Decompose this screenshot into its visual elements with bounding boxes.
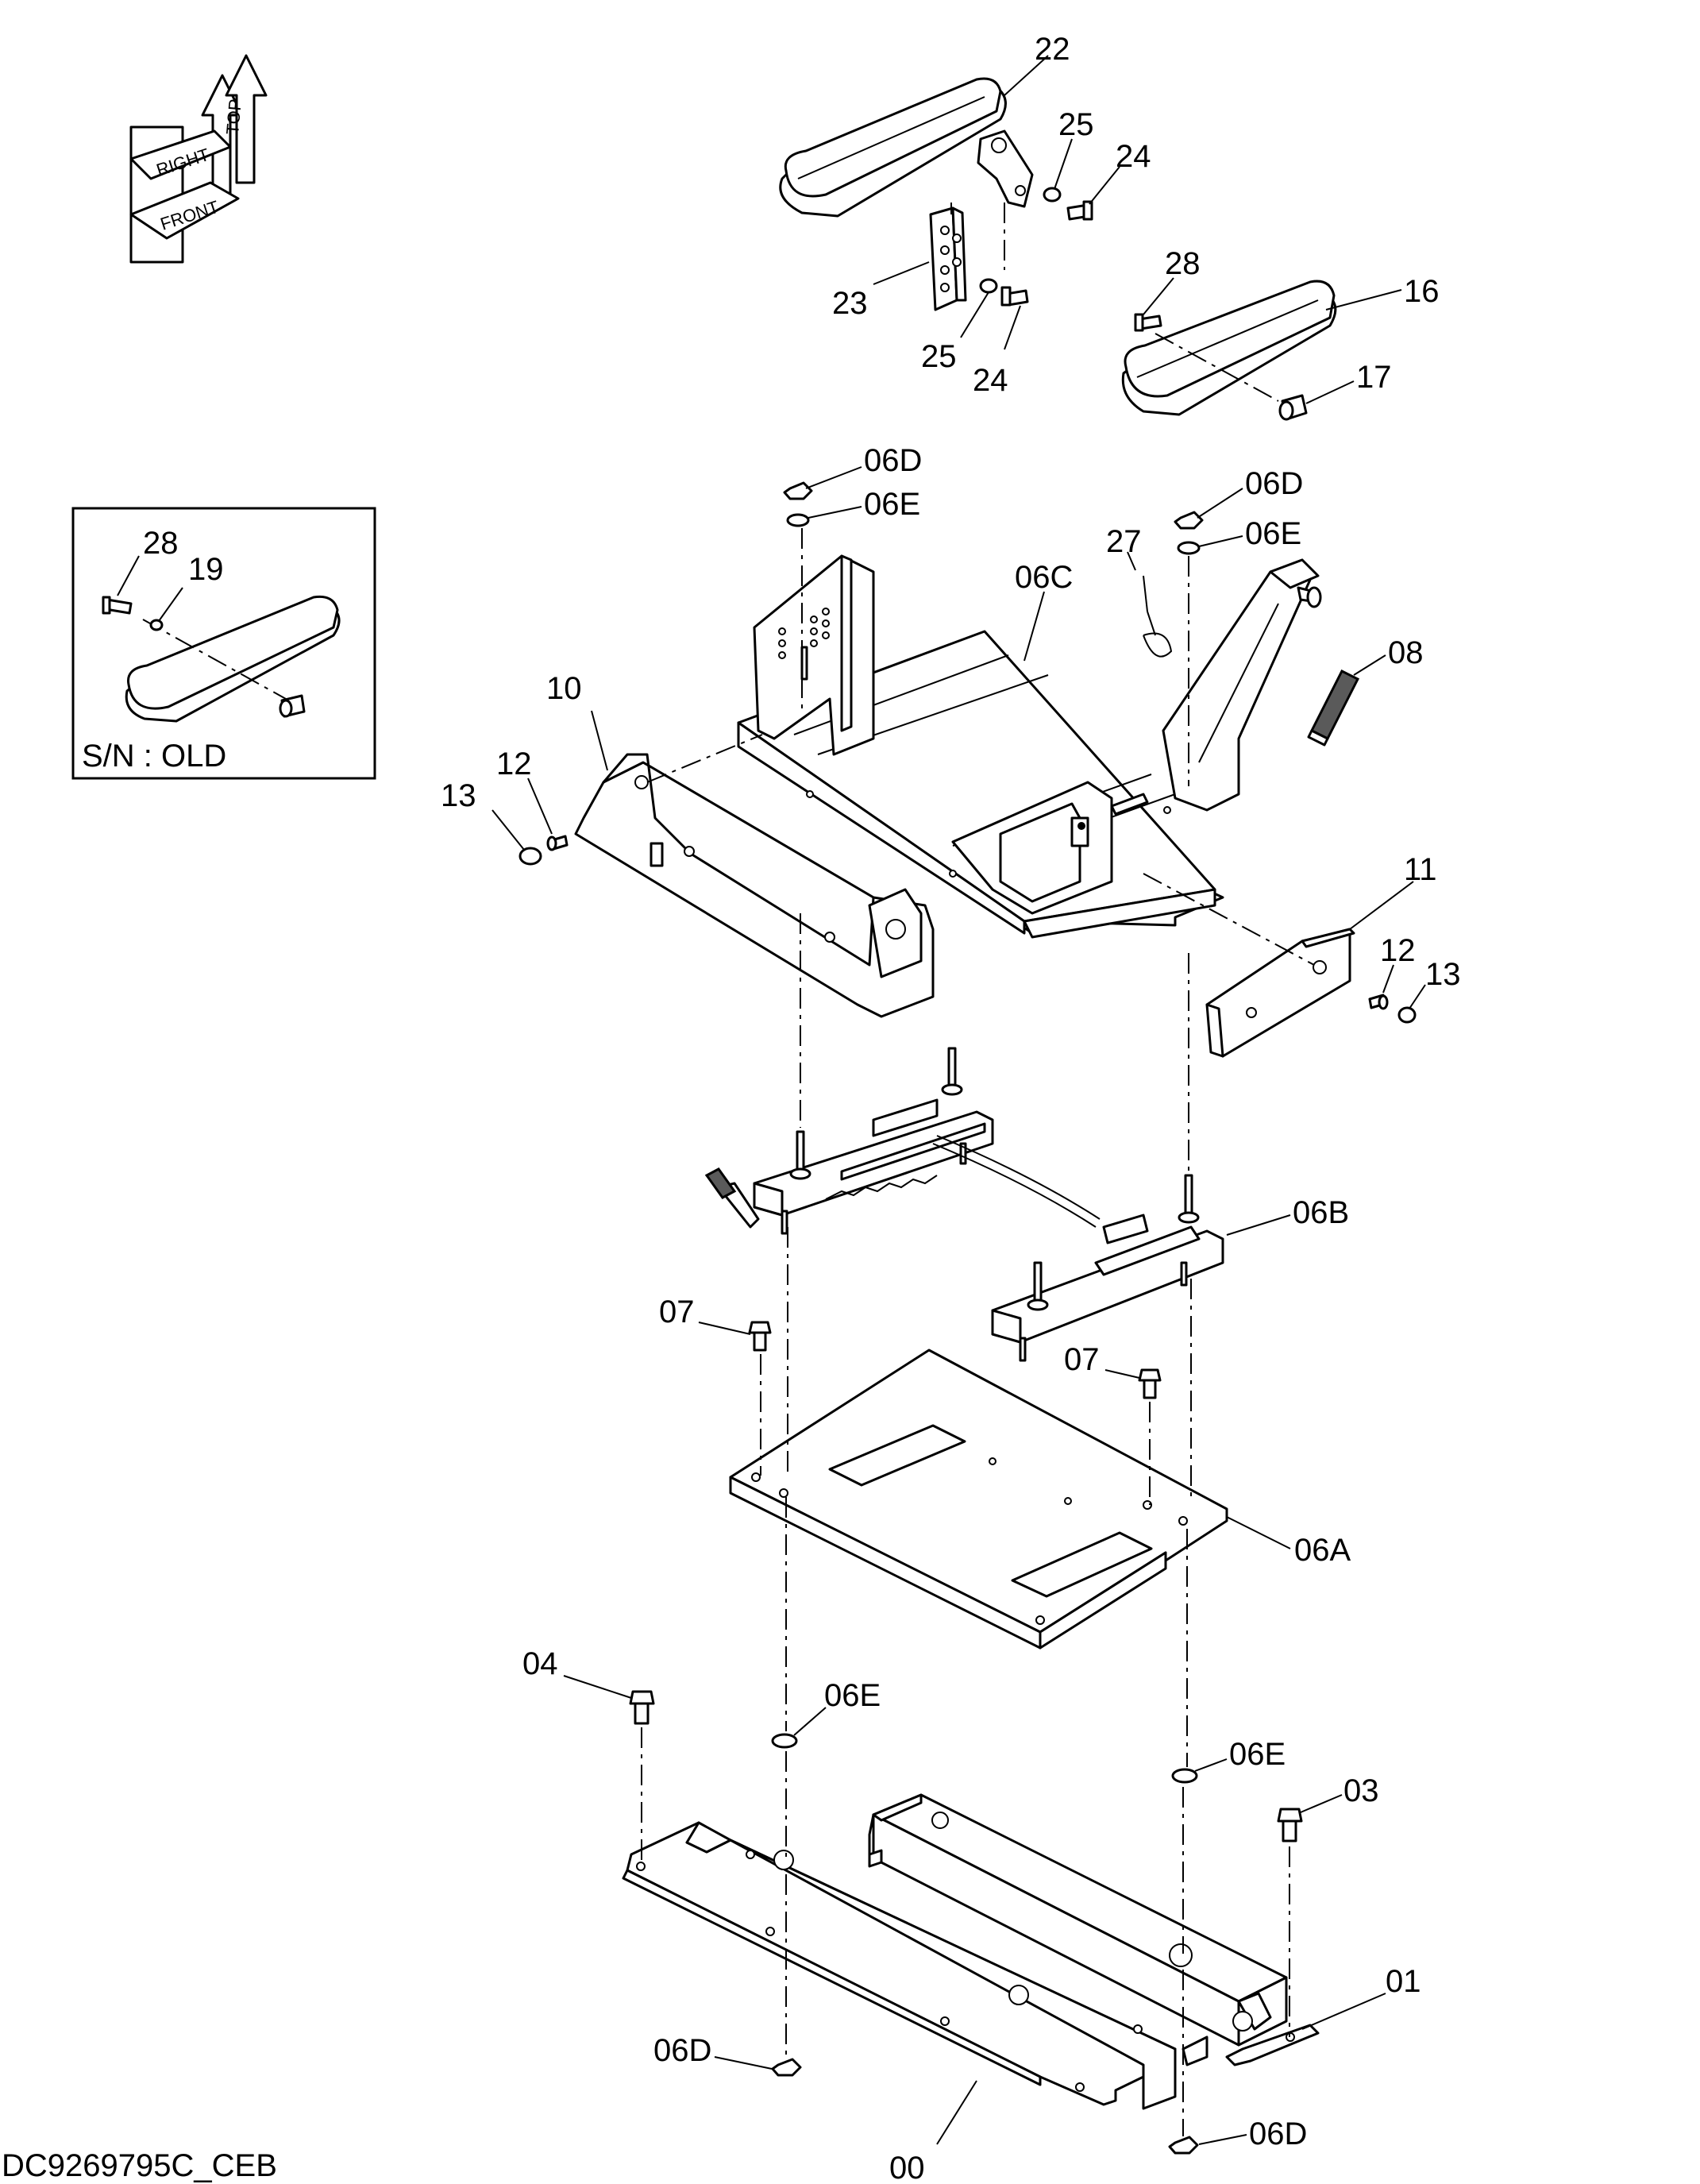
- drawing-number: DC9269795C_CEB: [2, 2148, 277, 2183]
- callout-04: 04: [522, 1646, 558, 1681]
- washer-06E-right-bottom: [1171, 1768, 1198, 1784]
- bolt-07-right: [1138, 1368, 1162, 1399]
- base-plate-06A: [729, 1349, 1228, 1650]
- inset-label-19: 19: [188, 552, 224, 587]
- cap-13-left: [518, 847, 542, 866]
- callout-03: 03: [1343, 1773, 1379, 1808]
- callout-11: 11: [1404, 852, 1437, 887]
- callout-10: 10: [546, 671, 582, 706]
- callout-25: 25: [1058, 107, 1094, 142]
- inset-caption: S/N : OLD: [82, 739, 226, 774]
- callout-12: 12: [1380, 933, 1416, 968]
- alignment-center-lines: [641, 203, 1290, 2136]
- seat-rail-cable: [932, 1135, 1101, 1228]
- cable-tie-27: [1143, 575, 1173, 658]
- armrest-hinge-bracket: [977, 129, 1034, 208]
- orientation-arrows: TOP RIGHT FRONT: [129, 54, 268, 264]
- washer-25-bottom: [979, 278, 998, 294]
- callout-07: 07: [1064, 1342, 1100, 1377]
- lever-grip-08: [1307, 669, 1360, 747]
- bolt-24-top: [1066, 200, 1093, 221]
- callout-06D: 06D: [1245, 466, 1303, 501]
- callout-13: 13: [1425, 957, 1461, 992]
- callout-13: 13: [441, 778, 476, 813]
- seat-rail-left-06B: [704, 1047, 994, 1235]
- callout-17: 17: [1356, 360, 1392, 395]
- washer-06E-right-top: [1177, 541, 1201, 555]
- callout-23: 23: [832, 286, 868, 321]
- callout-12: 12: [496, 747, 532, 781]
- washer-06E-left-bottom: [771, 1733, 798, 1749]
- leader-lines: [491, 55, 1426, 2145]
- callout-27: 27: [1106, 524, 1142, 559]
- callout-06A: 06A: [1294, 1533, 1351, 1568]
- seat-frame-06C: [737, 554, 1322, 939]
- callout-07: 07: [659, 1295, 695, 1329]
- side-cover-11: [1205, 928, 1355, 1058]
- callout-24: 24: [973, 363, 1008, 398]
- callout-06D: 06D: [1249, 2116, 1307, 2151]
- armrest-22: [779, 77, 1007, 218]
- seat-rail-right-06B: [991, 1174, 1224, 1362]
- orientation-top-label: TOP: [222, 98, 245, 136]
- callout-24: 24: [1116, 139, 1151, 174]
- cap-13-right: [1397, 1006, 1417, 1024]
- bolt-03: [1277, 1808, 1303, 1843]
- washer-25-top: [1043, 187, 1062, 203]
- callout-22: 22: [1035, 32, 1070, 67]
- callout-00: 00: [889, 2151, 925, 2184]
- screw-12-right: [1368, 994, 1389, 1010]
- nut-06D-left-bottom: [771, 2058, 802, 2077]
- callout-06E: 06E: [864, 487, 920, 522]
- bolt-07-left: [748, 1321, 772, 1352]
- callout-06D: 06D: [653, 2033, 711, 2068]
- washer-06E-left-top: [786, 513, 810, 527]
- nut-06D-right-top: [1174, 511, 1204, 530]
- armrest-16: [1121, 280, 1337, 416]
- bolt-24-bottom: [1000, 286, 1029, 307]
- callout-06D: 06D: [864, 443, 922, 478]
- nut-06D-right-bottom: [1168, 2136, 1199, 2155]
- callout-16: 16: [1404, 274, 1440, 309]
- mount-rail-00: [622, 1821, 1177, 2110]
- bolt-04: [629, 1690, 655, 1725]
- callout-06E: 06E: [1245, 516, 1301, 551]
- inset-label-28: 28: [143, 526, 179, 561]
- spacer-17: [1278, 394, 1308, 421]
- callout-28: 28: [1165, 246, 1201, 281]
- inset-old-serial: 28 19 S/N : OLD: [71, 507, 376, 780]
- nut-06D-left-top: [783, 481, 813, 500]
- bracket-23: [929, 206, 967, 311]
- callout-06E: 06E: [824, 1678, 881, 1713]
- callout-08: 08: [1388, 635, 1424, 670]
- callout-06C: 06C: [1015, 560, 1073, 595]
- bolt-28: [1134, 313, 1162, 332]
- callout-labels: 22 25 24 23 25 24 28 16 17 06D 06E 06D 0…: [441, 32, 1461, 2184]
- callout-01: 01: [1386, 1964, 1421, 1999]
- callout-25: 25: [921, 339, 957, 374]
- callout-06B: 06B: [1293, 1195, 1349, 1230]
- callout-06E: 06E: [1229, 1737, 1286, 1772]
- screw-12-left: [546, 835, 569, 851]
- side-cover-10: [574, 753, 935, 1018]
